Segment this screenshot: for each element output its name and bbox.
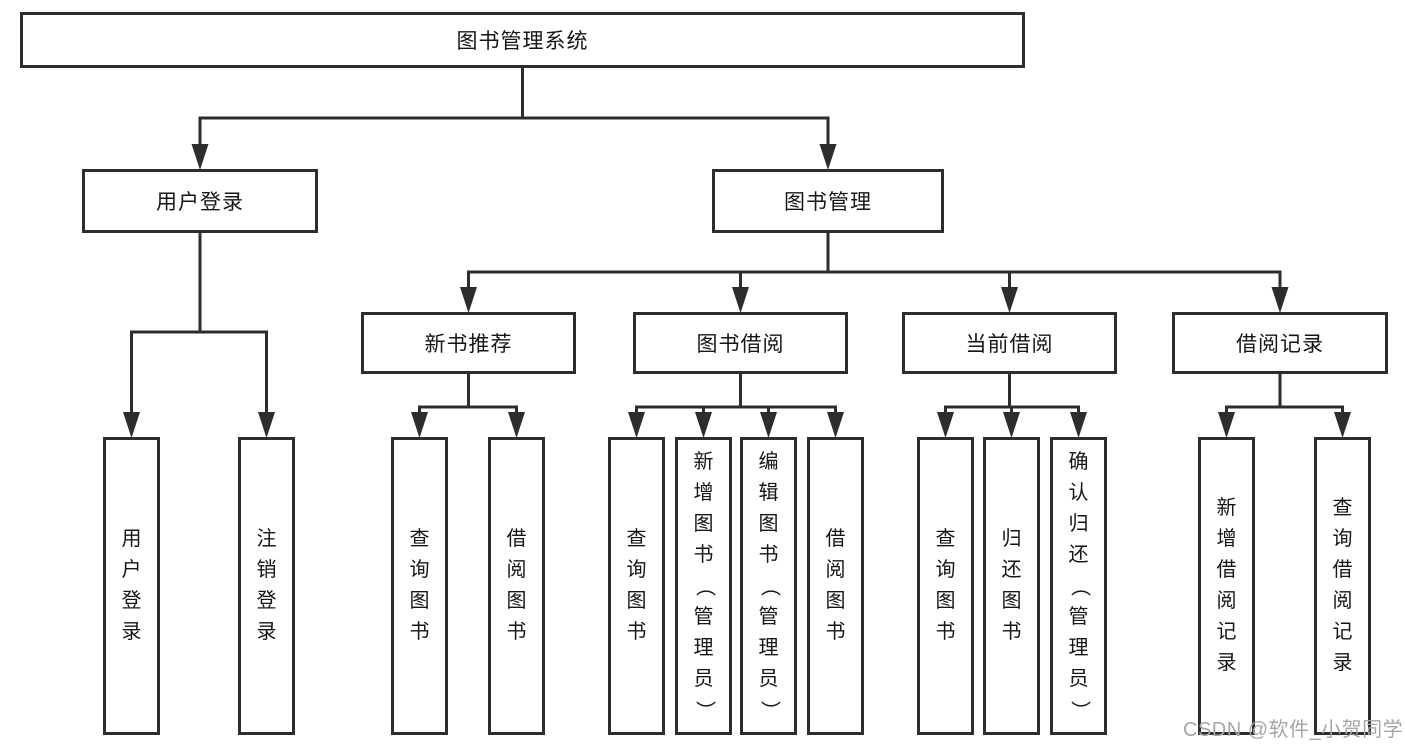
node-label: 新书推荐 (424, 333, 513, 356)
node-label: 借阅图书 (825, 528, 846, 643)
node-label: 归还图书 (1001, 528, 1022, 643)
node-label: 编辑图书（管理员） (758, 450, 780, 721)
node-root: 图书管理系统 (20, 12, 1025, 68)
node-nb-borrow-books: 借阅图书 (488, 437, 545, 735)
node-bb-add-books-admin: 新增图书（管理员） (675, 437, 732, 735)
node-logout-item: 注销登录 (238, 437, 295, 735)
node-label: 确认归还（管理员） (1068, 450, 1090, 721)
node-bb-query-books: 查询图书 (608, 437, 665, 735)
node-cb-return-books: 归还图书 (983, 437, 1040, 735)
node-label: 查询图书 (626, 528, 647, 643)
node-label: 用户登录 (156, 191, 244, 214)
node-label: 查询图书 (409, 528, 430, 643)
node-label: 新增借阅记录 (1216, 497, 1237, 674)
node-borrowing-records: 借阅记录 (1172, 312, 1388, 374)
node-label: 图书管理系统 (456, 30, 589, 53)
node-label: 借阅图书 (506, 528, 527, 643)
node-label: 查询图书 (935, 528, 956, 643)
node-label: 查询借阅记录 (1332, 497, 1353, 674)
node-label: 当前借阅 (965, 333, 1054, 356)
node-bb-edit-books-admin: 编辑图书（管理员） (740, 437, 797, 735)
node-br-add-record: 新增借阅记录 (1198, 437, 1255, 735)
node-br-query-record: 查询借阅记录 (1314, 437, 1371, 735)
node-bb-borrow-books: 借阅图书 (807, 437, 864, 735)
node-new-book-recommend: 新书推荐 (361, 312, 576, 374)
node-cb-query-books: 查询图书 (917, 437, 974, 735)
node-label: 借阅记录 (1236, 333, 1324, 356)
node-current-borrowing: 当前借阅 (902, 312, 1117, 374)
node-user-login: 用户登录 (82, 169, 318, 233)
node-label: 图书借阅 (696, 333, 785, 356)
node-label: 图书管理 (784, 191, 872, 214)
node-book-management: 图书管理 (712, 169, 944, 233)
node-cb-confirm-return-admin: 确认归还（管理员） (1050, 437, 1107, 735)
node-label: 用户登录 (121, 528, 142, 643)
node-label: 新增图书（管理员） (693, 450, 715, 721)
node-user-login-item: 用户登录 (103, 437, 160, 735)
node-book-borrowing: 图书借阅 (633, 312, 848, 374)
watermark: CSDN @软件_小贺同学 (1183, 719, 1404, 741)
node-label: 注销登录 (256, 528, 277, 643)
node-nb-query-books: 查询图书 (391, 437, 448, 735)
